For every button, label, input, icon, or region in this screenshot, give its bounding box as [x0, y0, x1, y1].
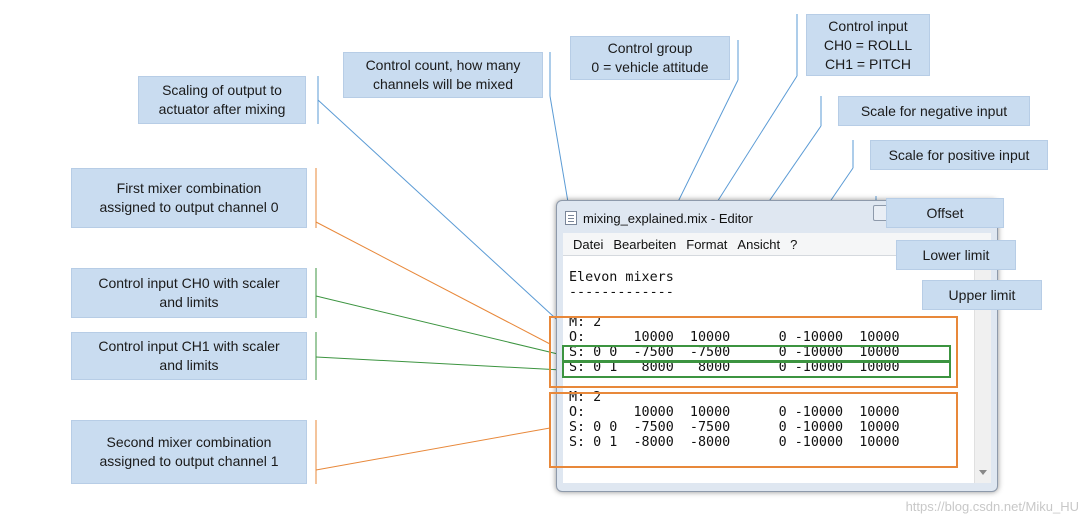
code-line: S: 0 0 -7500 -7500 0 -10000 10000: [569, 420, 900, 435]
menu-help[interactable]: ?: [790, 236, 798, 252]
callout-lower-limit: Lower limit: [896, 240, 1016, 270]
code-line: M: 2: [569, 315, 602, 330]
callout-control-count: Control count, how many channels will be…: [343, 52, 543, 98]
mix-file-text: Elevon mixers ------------- M: 2 O: 1000…: [569, 270, 900, 450]
code-line: O: 10000 10000 0 -10000 10000: [569, 405, 900, 420]
callout-first-mixer: First mixer combination assigned to outp…: [71, 168, 307, 228]
ch0-highlight: [562, 345, 951, 362]
vertical-scrollbar[interactable]: [974, 256, 991, 483]
callout-second-mixer: Second mixer combination assigned to out…: [71, 420, 307, 484]
leader-first: [315, 221, 551, 345]
callout-scaling: Scaling of output to actuator after mixi…: [138, 76, 306, 124]
watermark: https://blog.csdn.net/Miku_HU: [905, 499, 1079, 514]
code-line: S: 0 0 -7500 -7500 0 -10000 10000: [569, 345, 900, 360]
first-mixer-highlight: [549, 316, 958, 388]
leader-ch1: [315, 356, 563, 371]
menu-bar: Datei Bearbeiten Format Ansicht ?: [563, 233, 991, 256]
callout-ch1-input: Control input CH1 with scaler and limits: [71, 332, 307, 380]
callout-scale-negative: Scale for negative input: [838, 96, 1030, 126]
code-line: -------------: [569, 285, 674, 300]
callout-upper-limit: Upper limit: [922, 280, 1042, 310]
code-line: S: 0 1 -8000 -8000 0 -10000 10000: [569, 435, 900, 450]
callout-ch0-input: Control input CH0 with scaler and limits: [71, 268, 307, 318]
callout-scale-positive: Scale for positive input: [870, 140, 1048, 170]
leader-scaling: [317, 99, 567, 329]
code-line: S: 0 1 8000 8000 0 -10000 10000: [569, 360, 900, 375]
code-line: Elevon mixers: [569, 270, 674, 285]
document-icon: [565, 211, 577, 225]
second-mixer-highlight: [549, 392, 958, 468]
menu-format[interactable]: Format: [686, 236, 728, 252]
editor-title: mixing_explained.mix - Editor: [583, 210, 753, 226]
leader-ch0: [315, 295, 563, 356]
editor-text-area[interactable]: Elevon mixers ------------- M: 2 O: 1000…: [563, 256, 991, 483]
code-line: O: 10000 10000 0 -10000 10000: [569, 330, 900, 345]
callout-control-group: Control group 0 = vehicle attitude: [570, 36, 730, 80]
editor-titlebar: mixing_explained.mix - Editor: [565, 207, 753, 229]
callout-control-input: Control input CH0 = ROLLL CH1 = PITCH: [806, 14, 930, 76]
menu-bearbeiten[interactable]: Bearbeiten: [613, 236, 677, 252]
menu-datei[interactable]: Datei: [573, 236, 604, 252]
leader-second: [315, 427, 551, 471]
ch1-highlight: [562, 361, 951, 378]
scroll-down-icon[interactable]: [979, 470, 987, 475]
callout-offset: Offset: [886, 198, 1004, 228]
menu-ansicht[interactable]: Ansicht: [737, 236, 781, 252]
